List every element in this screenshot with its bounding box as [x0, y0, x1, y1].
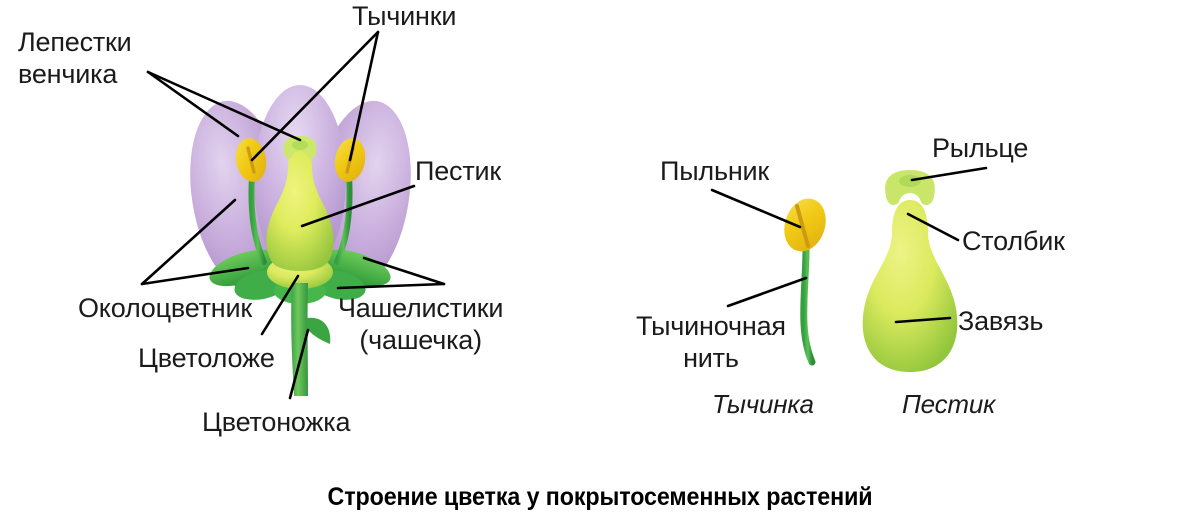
label-perianth: Околоцветник — [78, 293, 253, 323]
leader-ovary — [894, 316, 952, 324]
label-sepals: Чашелистики (чашечка) — [338, 293, 504, 355]
label-pistil: Пестик — [415, 156, 501, 186]
leader-stamens-a — [250, 30, 380, 162]
pedicel-drawing — [291, 283, 331, 396]
leader-anther — [710, 188, 802, 229]
label-anther: Пыльник — [660, 156, 770, 186]
pistil-drawing — [266, 136, 334, 271]
caption-stamen: Тычинка — [712, 389, 814, 419]
caption-pistil: Пестик — [902, 389, 996, 419]
leader-petals-b — [146, 70, 302, 142]
stamen-diagram-drawing — [784, 198, 826, 366]
figure-title: Строение цветка у покрытосеменных растен… — [327, 483, 873, 511]
leader-sepals-b — [336, 282, 446, 290]
leader-perianth-a — [140, 198, 237, 286]
label-filament: Тычиночная нить — [636, 311, 786, 373]
leader-perianth-b — [140, 266, 250, 286]
label-ovary: Завязь — [958, 306, 1044, 336]
label-stigma: Рыльце — [932, 133, 1029, 163]
leader-petals-a — [146, 70, 240, 138]
leader-pedicel — [288, 328, 310, 400]
label-pedicel: Цветоножка — [202, 407, 351, 437]
label-stamens: Тычинки — [352, 1, 457, 31]
label-style: Столбик — [962, 226, 1065, 256]
pistil-diagram-drawing — [862, 170, 958, 372]
leader-sepals-a — [362, 256, 446, 286]
label-receptacle: Цветоложе — [138, 343, 275, 373]
leader-receptacle — [260, 274, 300, 336]
leader-lines — [140, 30, 988, 400]
leader-stamens-b — [348, 30, 380, 162]
leader-style — [906, 212, 960, 242]
leader-filament — [726, 276, 808, 308]
leader-stigma — [910, 166, 988, 182]
leader-pistil — [300, 184, 416, 228]
label-petals: Лепестки венчика — [18, 27, 132, 89]
